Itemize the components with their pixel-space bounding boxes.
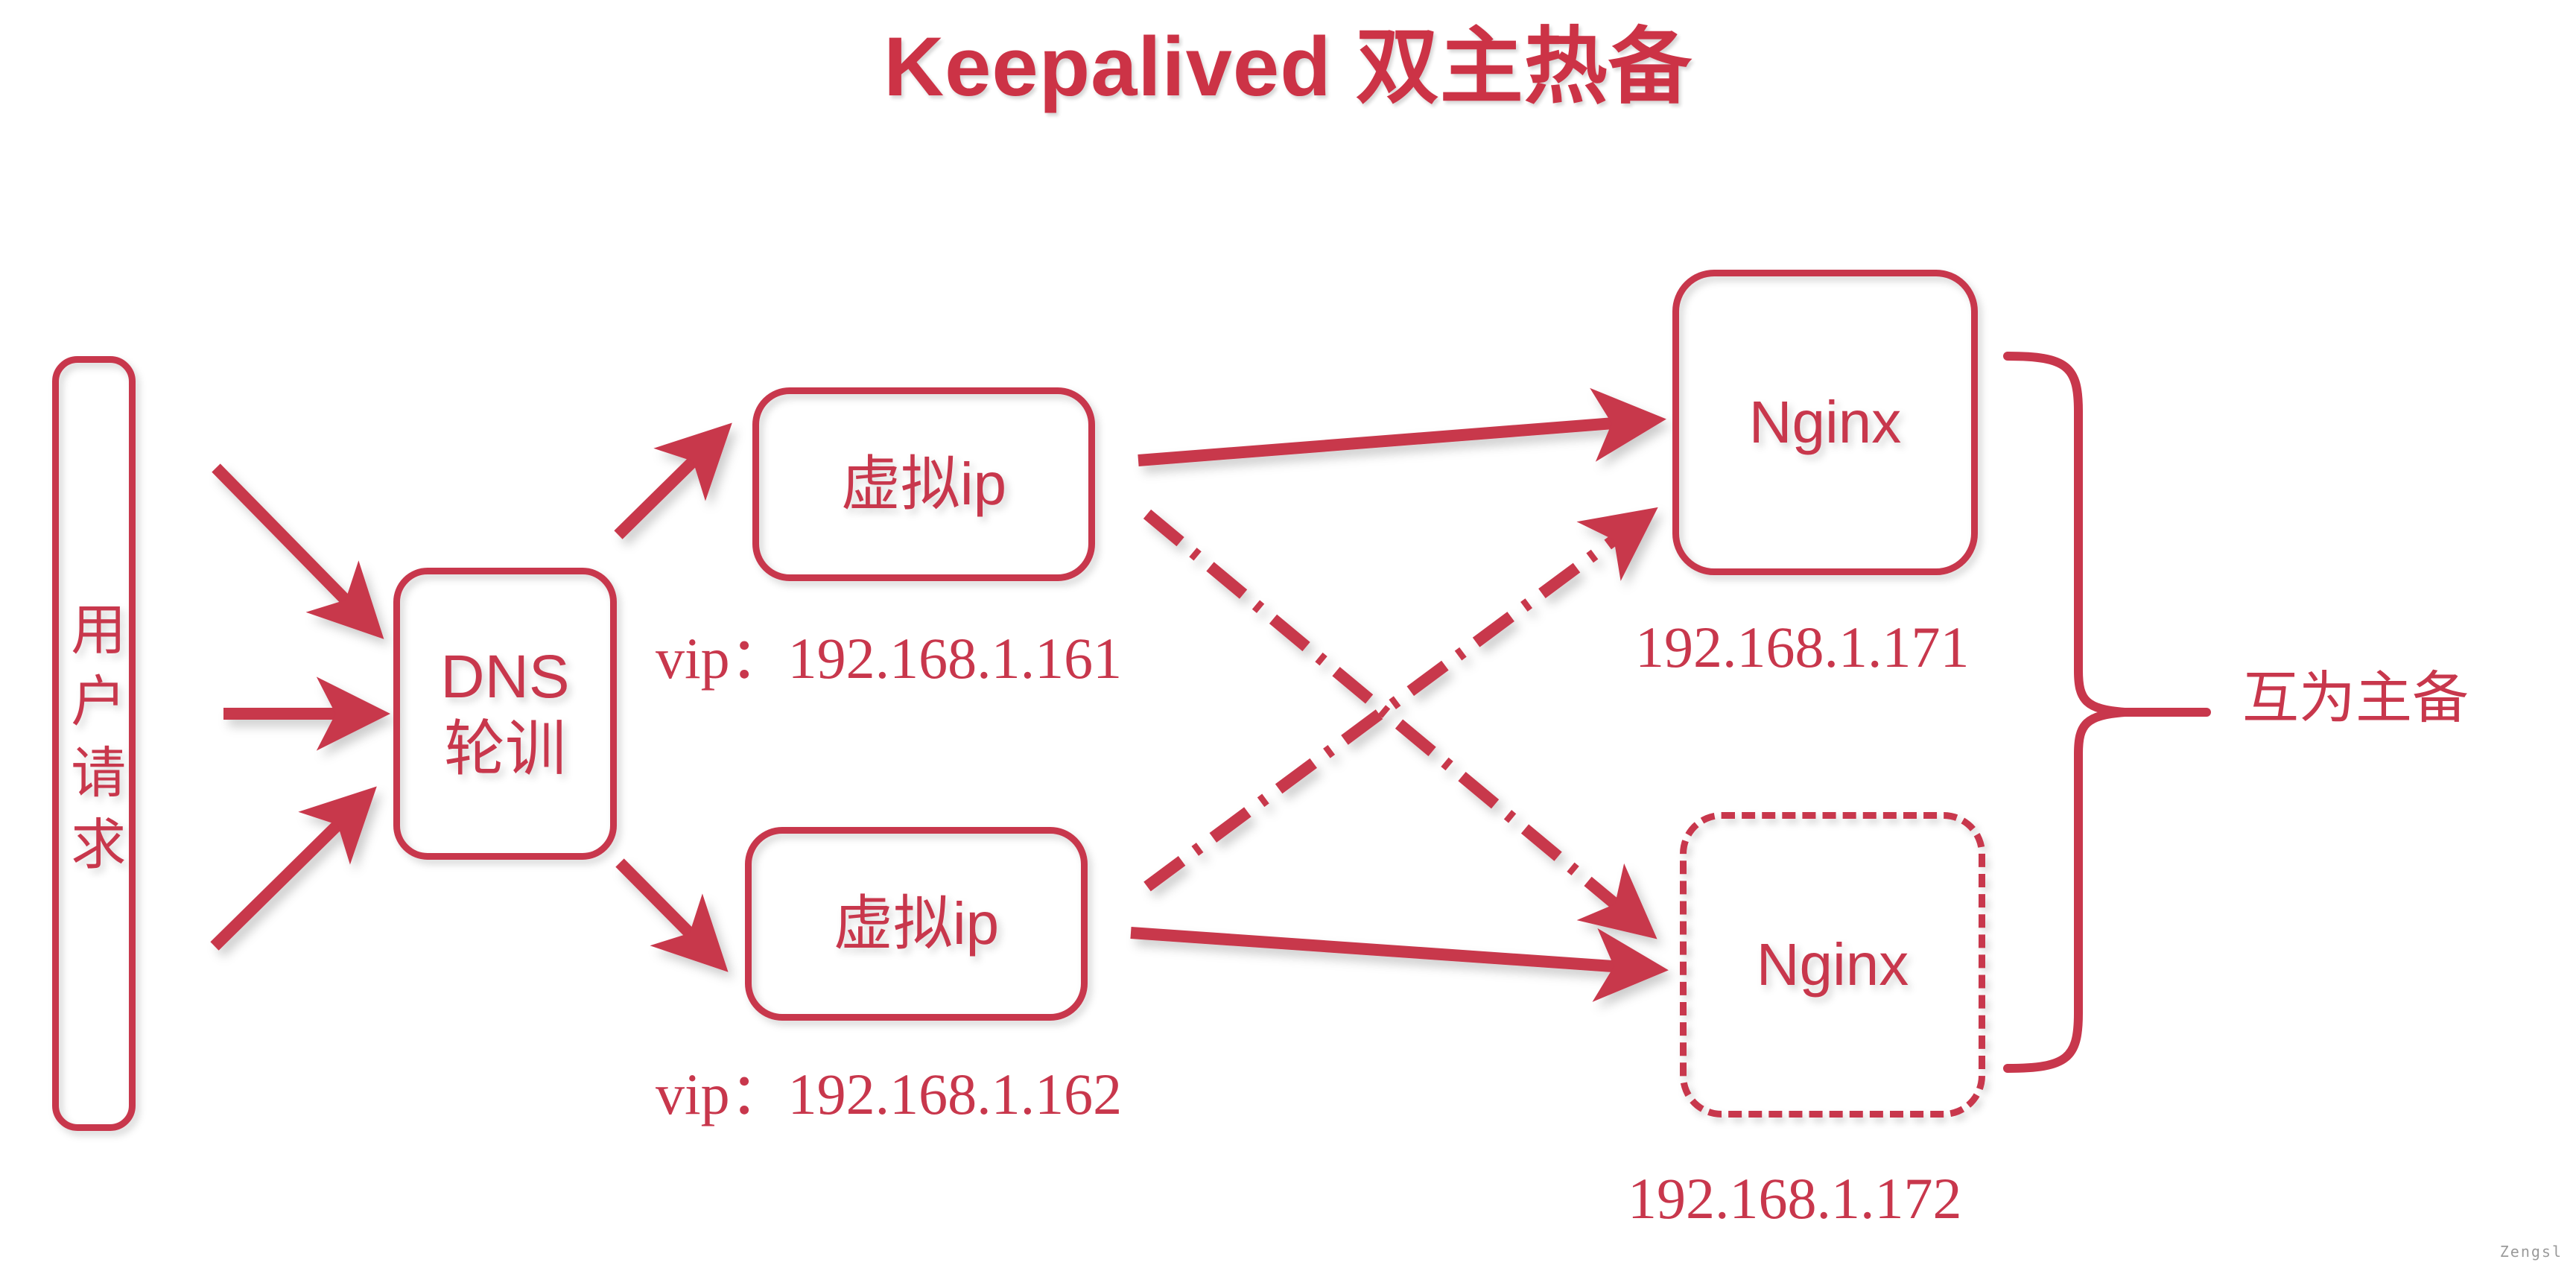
node-virtual-ip-1[interactable]: 虚拟ip [752,387,1095,581]
node-virtual-ip-2-label: 虚拟ip [833,890,1000,957]
edge-vip1-to-nginx2-dashdot [1143,509,1657,939]
caption-vip-1-address: vip：192.168.1.161 [656,626,1123,691]
node-dns-label: DNS 轮训 [440,643,570,783]
node-user-request-label: 用户请求 [63,600,125,887]
edge-user-to-dns-top [212,463,384,639]
edge-vip2-to-nginx2 [1130,927,1669,1002]
caption-nginx-2-address: 192.168.1.172 [1628,1166,1962,1231]
caption-vip-2-address: vip：192.168.1.162 [656,1062,1123,1126]
edge-user-to-dns-bottom [210,786,377,951]
node-user-request[interactable]: 用户请求 [52,356,136,1131]
node-nginx-2[interactable]: Nginx [1680,812,1985,1118]
node-nginx-2-label: Nginx [1756,931,1909,998]
page-title: Keepalived 双主热备 [883,20,1693,113]
node-virtual-ip-2[interactable]: 虚拟ip [745,827,1088,1021]
edge-dns-to-vip2 [615,858,729,972]
caption-mutual-backup: 互为主备 [2242,667,2469,730]
caption-nginx-1-address: 192.168.1.171 [1635,615,1970,679]
watermark: Zengsl [2499,1243,2563,1261]
node-nginx-1[interactable]: Nginx [1672,270,1978,575]
node-nginx-1-label: Nginx [1748,389,1902,455]
node-dns[interactable]: DNS 轮训 [393,568,617,860]
mutual-backup-brace [2003,352,2211,1073]
edge-dns-to-vip1 [614,422,732,539]
node-virtual-ip-1-label: 虚拟ip [840,451,1007,517]
edge-vip2-to-nginx1-dashdot [1143,507,1658,892]
edge-vip1-to-nginx1 [1138,387,1666,466]
